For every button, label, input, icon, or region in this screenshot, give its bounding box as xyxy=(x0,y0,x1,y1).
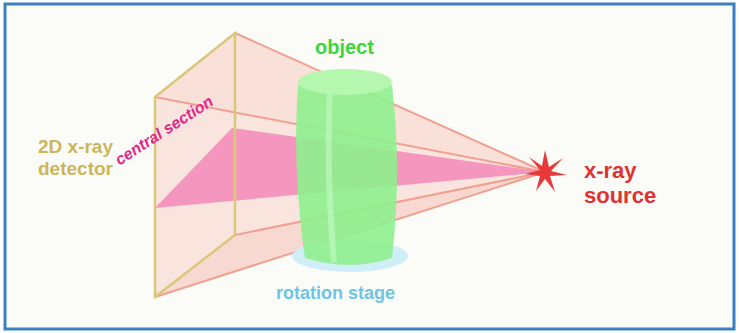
source-label: x-ray source xyxy=(584,158,704,209)
object-label: object xyxy=(315,36,435,59)
frame xyxy=(5,4,734,329)
object-highlight xyxy=(329,90,334,262)
object-body xyxy=(296,85,397,265)
stage-label: rotation stage xyxy=(276,283,476,304)
source-star xyxy=(525,150,567,192)
detector-frame xyxy=(155,33,235,297)
beam-edges xyxy=(155,33,545,297)
object-top xyxy=(298,69,392,95)
